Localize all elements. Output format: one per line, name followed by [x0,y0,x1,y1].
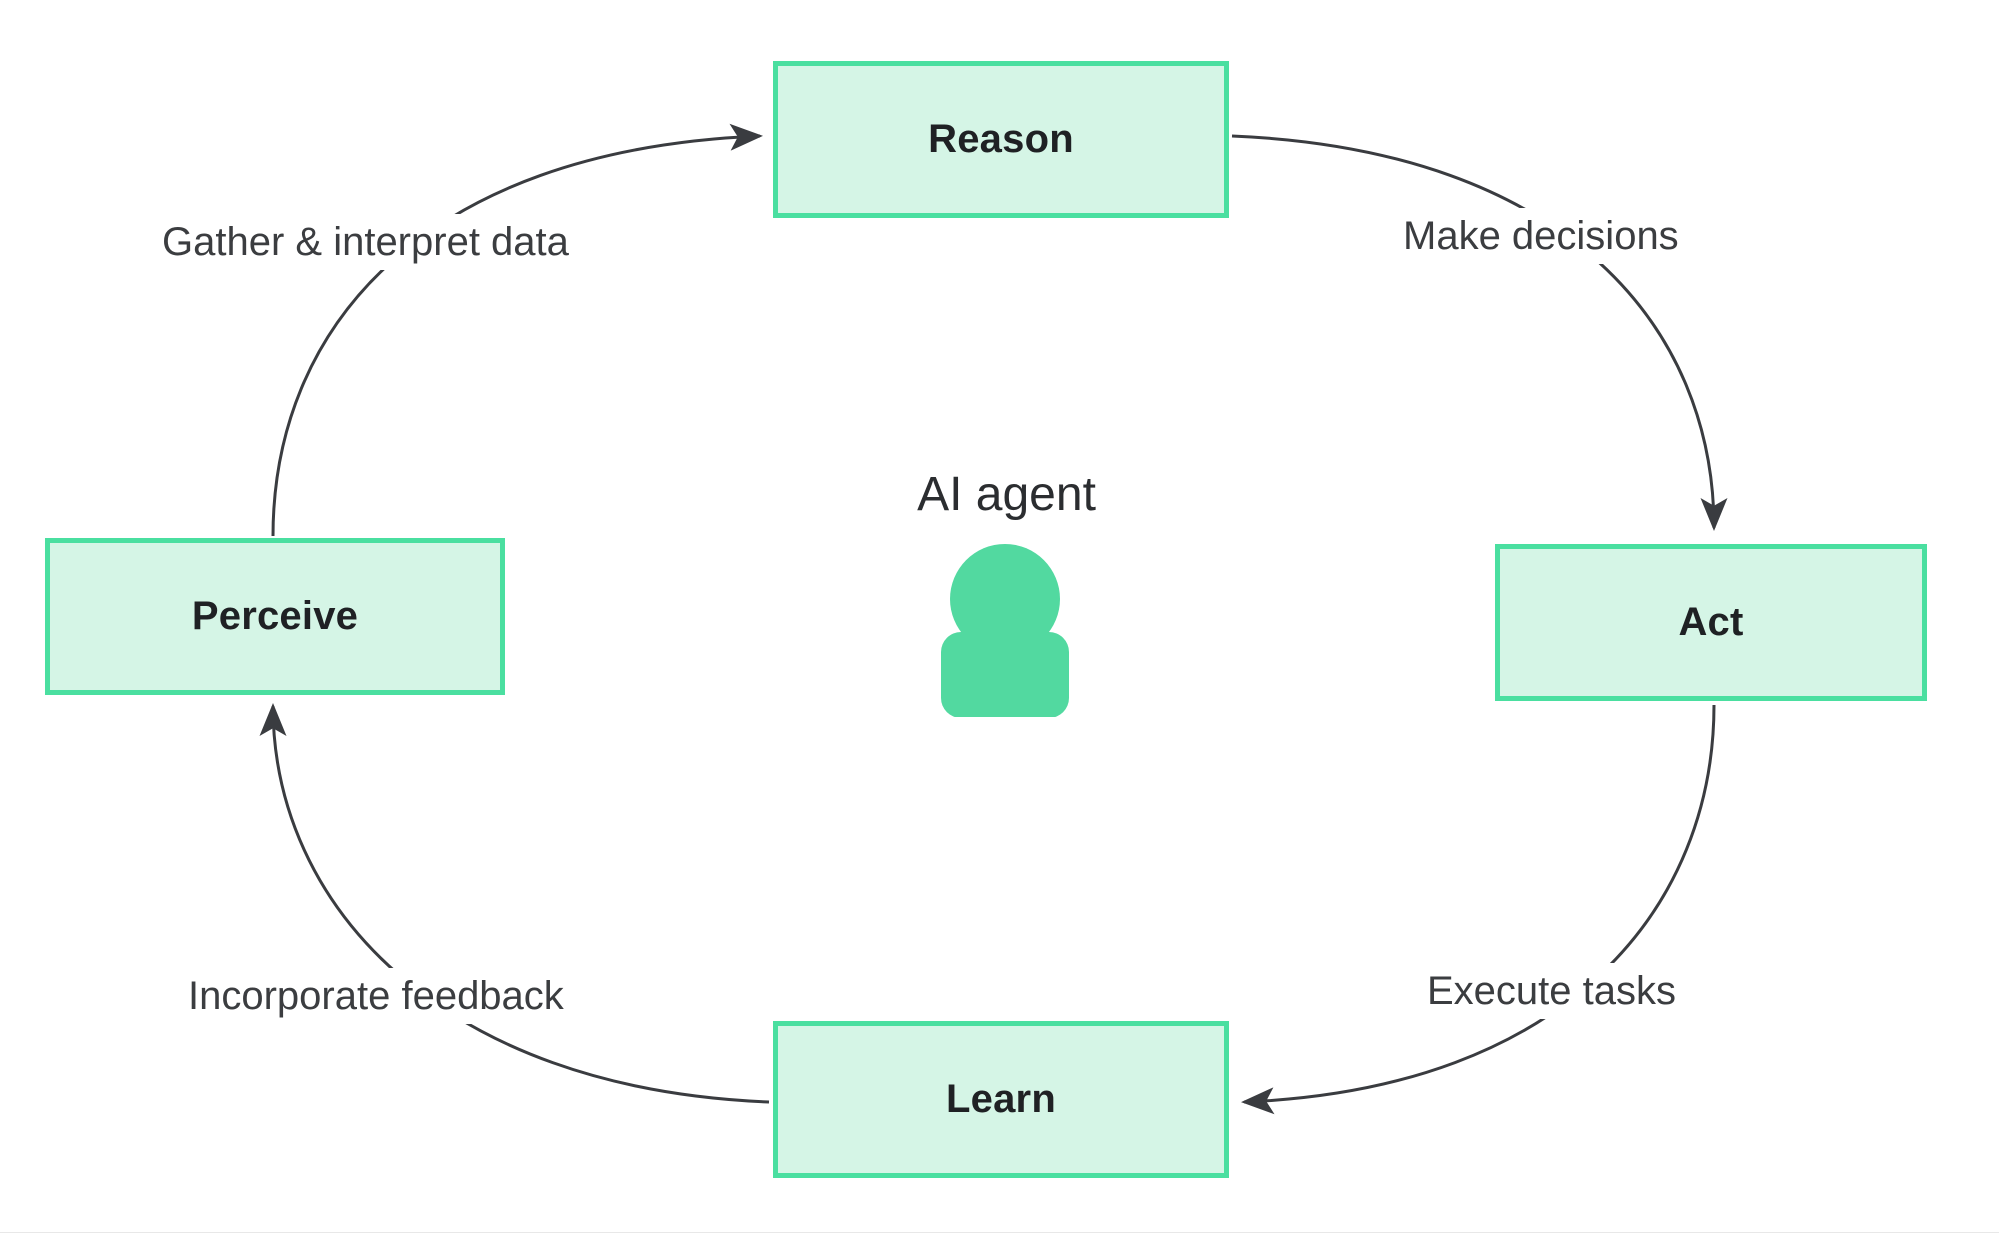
node-act[interactable]: Act [1495,544,1927,701]
edge-label-execute-tasks: Execute tasks [1417,963,1687,1019]
node-learn[interactable]: Learn [773,1021,1229,1178]
edge-label-incorporate-feedback: Incorporate feedback [178,968,574,1024]
node-perceive[interactable]: Perceive [45,538,505,695]
person-avatar-icon [921,542,1089,722]
node-perceive-label: Perceive [191,594,359,638]
node-learn-label: Learn [946,1077,1056,1121]
arrow-learn-to-perceive [259,703,770,1104]
node-reason[interactable]: Reason [773,61,1229,218]
node-act-label: Act [1678,600,1744,644]
center-agent-group: AI agent [0,468,1999,722]
node-reason-label: Reason [928,117,1074,161]
arrow-act-to-learn [1241,704,1716,1115]
edge-label-gather-interpret-data: Gather & interpret data [152,214,579,270]
edge-label-make-decisions: Make decisions [1393,208,1689,264]
center-agent-title: AI agent [917,468,1096,521]
